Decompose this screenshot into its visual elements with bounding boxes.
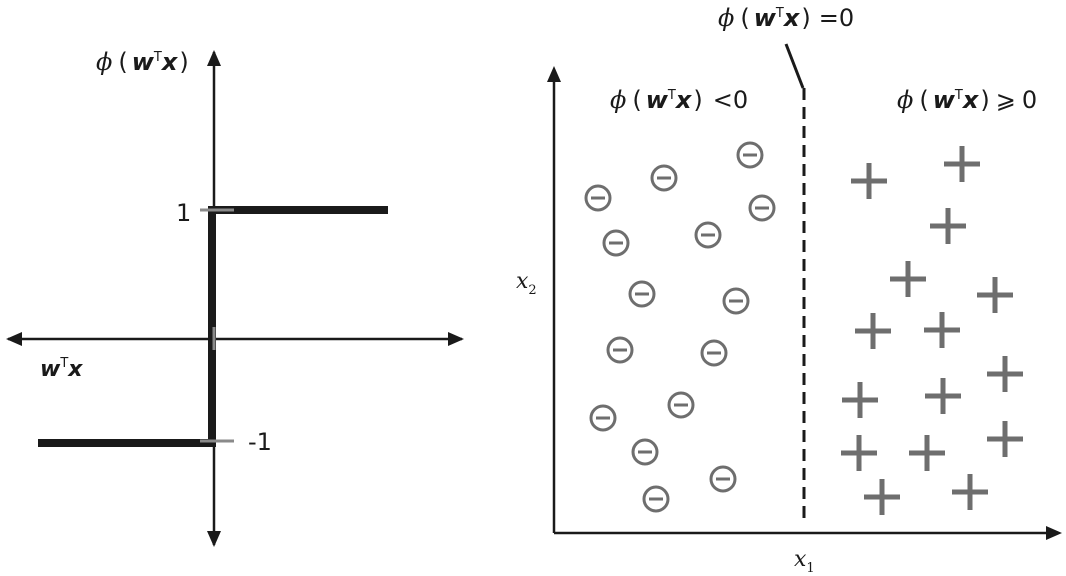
negative-point <box>694 221 722 249</box>
left-x-axis-label: wTx <box>40 356 83 382</box>
right-y-axis-label: x2 <box>516 269 537 298</box>
boundary-leader-line <box>784 43 805 89</box>
negative-point <box>709 465 737 493</box>
positive-point <box>864 479 900 515</box>
negative-point <box>667 391 695 419</box>
left-y-axis-arrow-bottom <box>207 531 221 547</box>
positive-point <box>841 435 877 471</box>
boundary-label: ϕ(wTx)=0 <box>718 4 854 32</box>
positive-point <box>851 163 887 199</box>
left-y-axis-arrow-top <box>207 50 221 66</box>
negative-point <box>589 404 617 432</box>
negative-point <box>736 141 764 169</box>
positive-point <box>944 146 980 182</box>
negative-point <box>722 287 750 315</box>
negative-point <box>748 194 776 222</box>
step-function-plot: 1 -1 ϕ(wTx) wTx <box>6 48 464 547</box>
positive-point <box>987 421 1023 457</box>
decision-boundary-plot: ϕ(wTx)=0 ϕ(wTx)<0 ϕ(wTx)⩾0 x1 x2 <box>516 4 1062 576</box>
positive-point <box>930 208 966 244</box>
positive-point <box>890 261 926 297</box>
positive-point <box>977 277 1013 313</box>
positive-point <box>924 312 960 348</box>
negative-point <box>642 485 670 513</box>
negative-point <box>606 336 634 364</box>
left-x-axis-arrow-right <box>448 332 464 346</box>
negative-point <box>650 164 678 192</box>
tick-label-minus1: -1 <box>248 428 272 456</box>
negative-point <box>584 184 612 212</box>
negative-point <box>628 280 656 308</box>
right-y-axis-arrow <box>547 66 561 82</box>
negative-point <box>631 438 659 466</box>
region-positive-label: ϕ(wTx)⩾0 <box>897 86 1037 114</box>
region-negative-label: ϕ(wTx)<0 <box>610 86 748 114</box>
positive-point <box>987 356 1023 392</box>
right-x-axis-label: x1 <box>794 547 815 576</box>
negative-point <box>700 339 728 367</box>
left-x-axis-arrow-left <box>6 332 22 346</box>
positive-class-points <box>841 146 1023 515</box>
tick-label-1: 1 <box>176 199 191 227</box>
positive-point <box>952 474 988 510</box>
negative-point <box>602 229 630 257</box>
positive-point <box>925 378 961 414</box>
positive-point <box>842 382 878 418</box>
right-x-axis-arrow <box>1046 526 1062 540</box>
left-y-axis-label: ϕ(wTx) <box>96 48 189 76</box>
positive-point <box>909 435 945 471</box>
positive-point <box>855 313 891 349</box>
negative-class-points <box>584 141 776 513</box>
